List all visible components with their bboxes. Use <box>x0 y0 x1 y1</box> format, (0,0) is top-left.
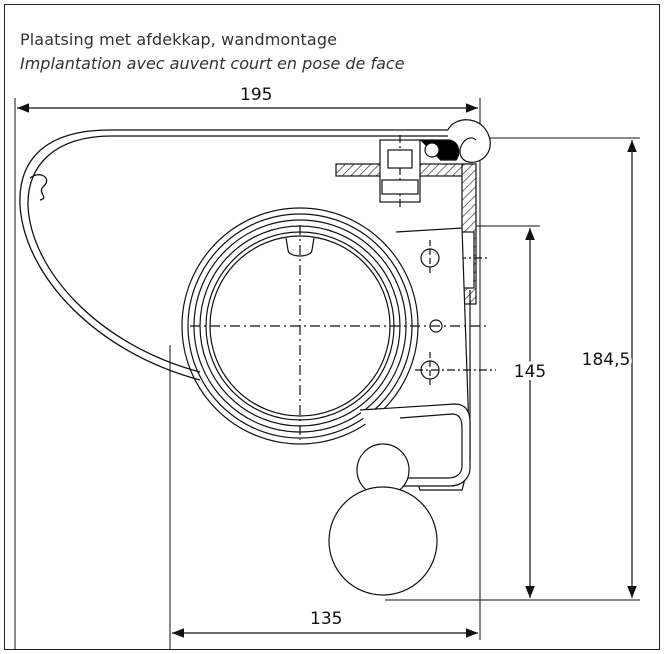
width-135-label: 135 <box>310 609 342 629</box>
front-profile <box>328 403 471 596</box>
extension-lines <box>14 98 640 650</box>
height-184-label: 184,5 <box>582 350 631 370</box>
drawing-frame <box>4 4 660 650</box>
height-145-label: 145 <box>514 362 546 382</box>
drawing-subtitle: Implantation avec auvent court en pose d… <box>20 54 405 73</box>
width-195-label: 195 <box>240 85 272 105</box>
dimension-arrows <box>17 103 637 638</box>
awning-cover <box>19 129 448 381</box>
drawing-title: Plaatsing met afdekkap, wandmontage <box>20 30 338 49</box>
fabric-roll <box>181 207 490 445</box>
